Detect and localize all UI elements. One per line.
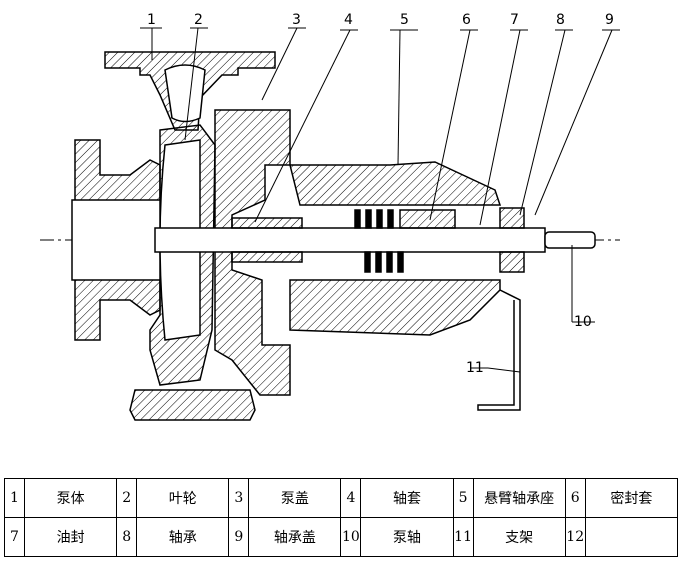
part-number: 2 bbox=[116, 478, 138, 518]
cooling-fins bbox=[354, 209, 404, 273]
part-name: 叶轮 bbox=[136, 478, 230, 518]
part-name: 轴承盖 bbox=[248, 517, 342, 557]
callout-10: 10 bbox=[574, 314, 592, 330]
pump-cross-section-drawing: 1 2 3 4 5 6 7 8 9 10 11 bbox=[40, 12, 620, 421]
part-number: 4 bbox=[340, 478, 362, 518]
part-name: 泵轴 bbox=[360, 517, 454, 557]
part-name bbox=[584, 517, 679, 557]
support-bracket bbox=[477, 289, 521, 411]
part-name: 泵体 bbox=[24, 478, 118, 518]
bearing-housing bbox=[289, 161, 502, 206]
part-number: 5 bbox=[452, 478, 474, 518]
callout-6: 6 bbox=[462, 12, 471, 28]
callout-9: 9 bbox=[605, 12, 614, 28]
part-number: 3 bbox=[228, 478, 250, 518]
bearing-lower bbox=[499, 251, 525, 273]
part-name: 密封套 bbox=[584, 478, 679, 518]
part-name: 轴承 bbox=[136, 517, 230, 557]
part-number: 8 bbox=[116, 517, 138, 557]
bearing-upper bbox=[499, 207, 525, 229]
part-number: 11 bbox=[452, 517, 474, 557]
callout-1: 1 bbox=[147, 12, 156, 28]
part-name: 悬臂轴承座 bbox=[472, 478, 566, 518]
callout-4: 4 bbox=[344, 12, 353, 28]
part-number: 6 bbox=[564, 478, 586, 518]
table-row: 7 油封 8 轴承 9 轴承盖 10 泵轴 11 支架 12 bbox=[3, 517, 679, 557]
shaft-sleeve bbox=[231, 217, 303, 229]
pump-foot bbox=[129, 389, 256, 421]
part-number: 7 bbox=[3, 517, 26, 557]
shaft-end bbox=[544, 231, 596, 249]
part-number: 12 bbox=[564, 517, 586, 557]
part-number: 1 bbox=[3, 478, 26, 518]
callout-5: 5 bbox=[400, 12, 409, 28]
callout-8: 8 bbox=[556, 12, 565, 28]
part-number: 10 bbox=[340, 517, 362, 557]
seal-sleeve bbox=[399, 209, 456, 229]
table-row: 1 泵体 2 叶轮 3 泵盖 4 轴套 5 悬臂轴承座 6 密封套 bbox=[3, 478, 679, 518]
suction-bore bbox=[71, 199, 163, 281]
callout-7: 7 bbox=[510, 12, 519, 28]
part-number: 9 bbox=[228, 517, 250, 557]
pump-shaft bbox=[154, 227, 546, 253]
part-name: 泵盖 bbox=[248, 478, 342, 518]
outlet-neck-hole bbox=[164, 64, 206, 123]
part-name: 轴套 bbox=[360, 478, 454, 518]
callout-11: 11 bbox=[466, 360, 484, 376]
callout-3: 3 bbox=[292, 12, 301, 28]
pump-cover bbox=[214, 109, 291, 396]
part-name: 油封 bbox=[24, 517, 118, 557]
bearing-housing-lower bbox=[289, 279, 501, 336]
parts-table: 1 泵体 2 叶轮 3 泵盖 4 轴套 5 悬臂轴承座 6 密封套 7 油封 8… bbox=[3, 478, 679, 557]
shaft-sleeve-lower bbox=[231, 251, 303, 263]
part-name: 支架 bbox=[472, 517, 566, 557]
callout-2: 2 bbox=[194, 12, 203, 28]
